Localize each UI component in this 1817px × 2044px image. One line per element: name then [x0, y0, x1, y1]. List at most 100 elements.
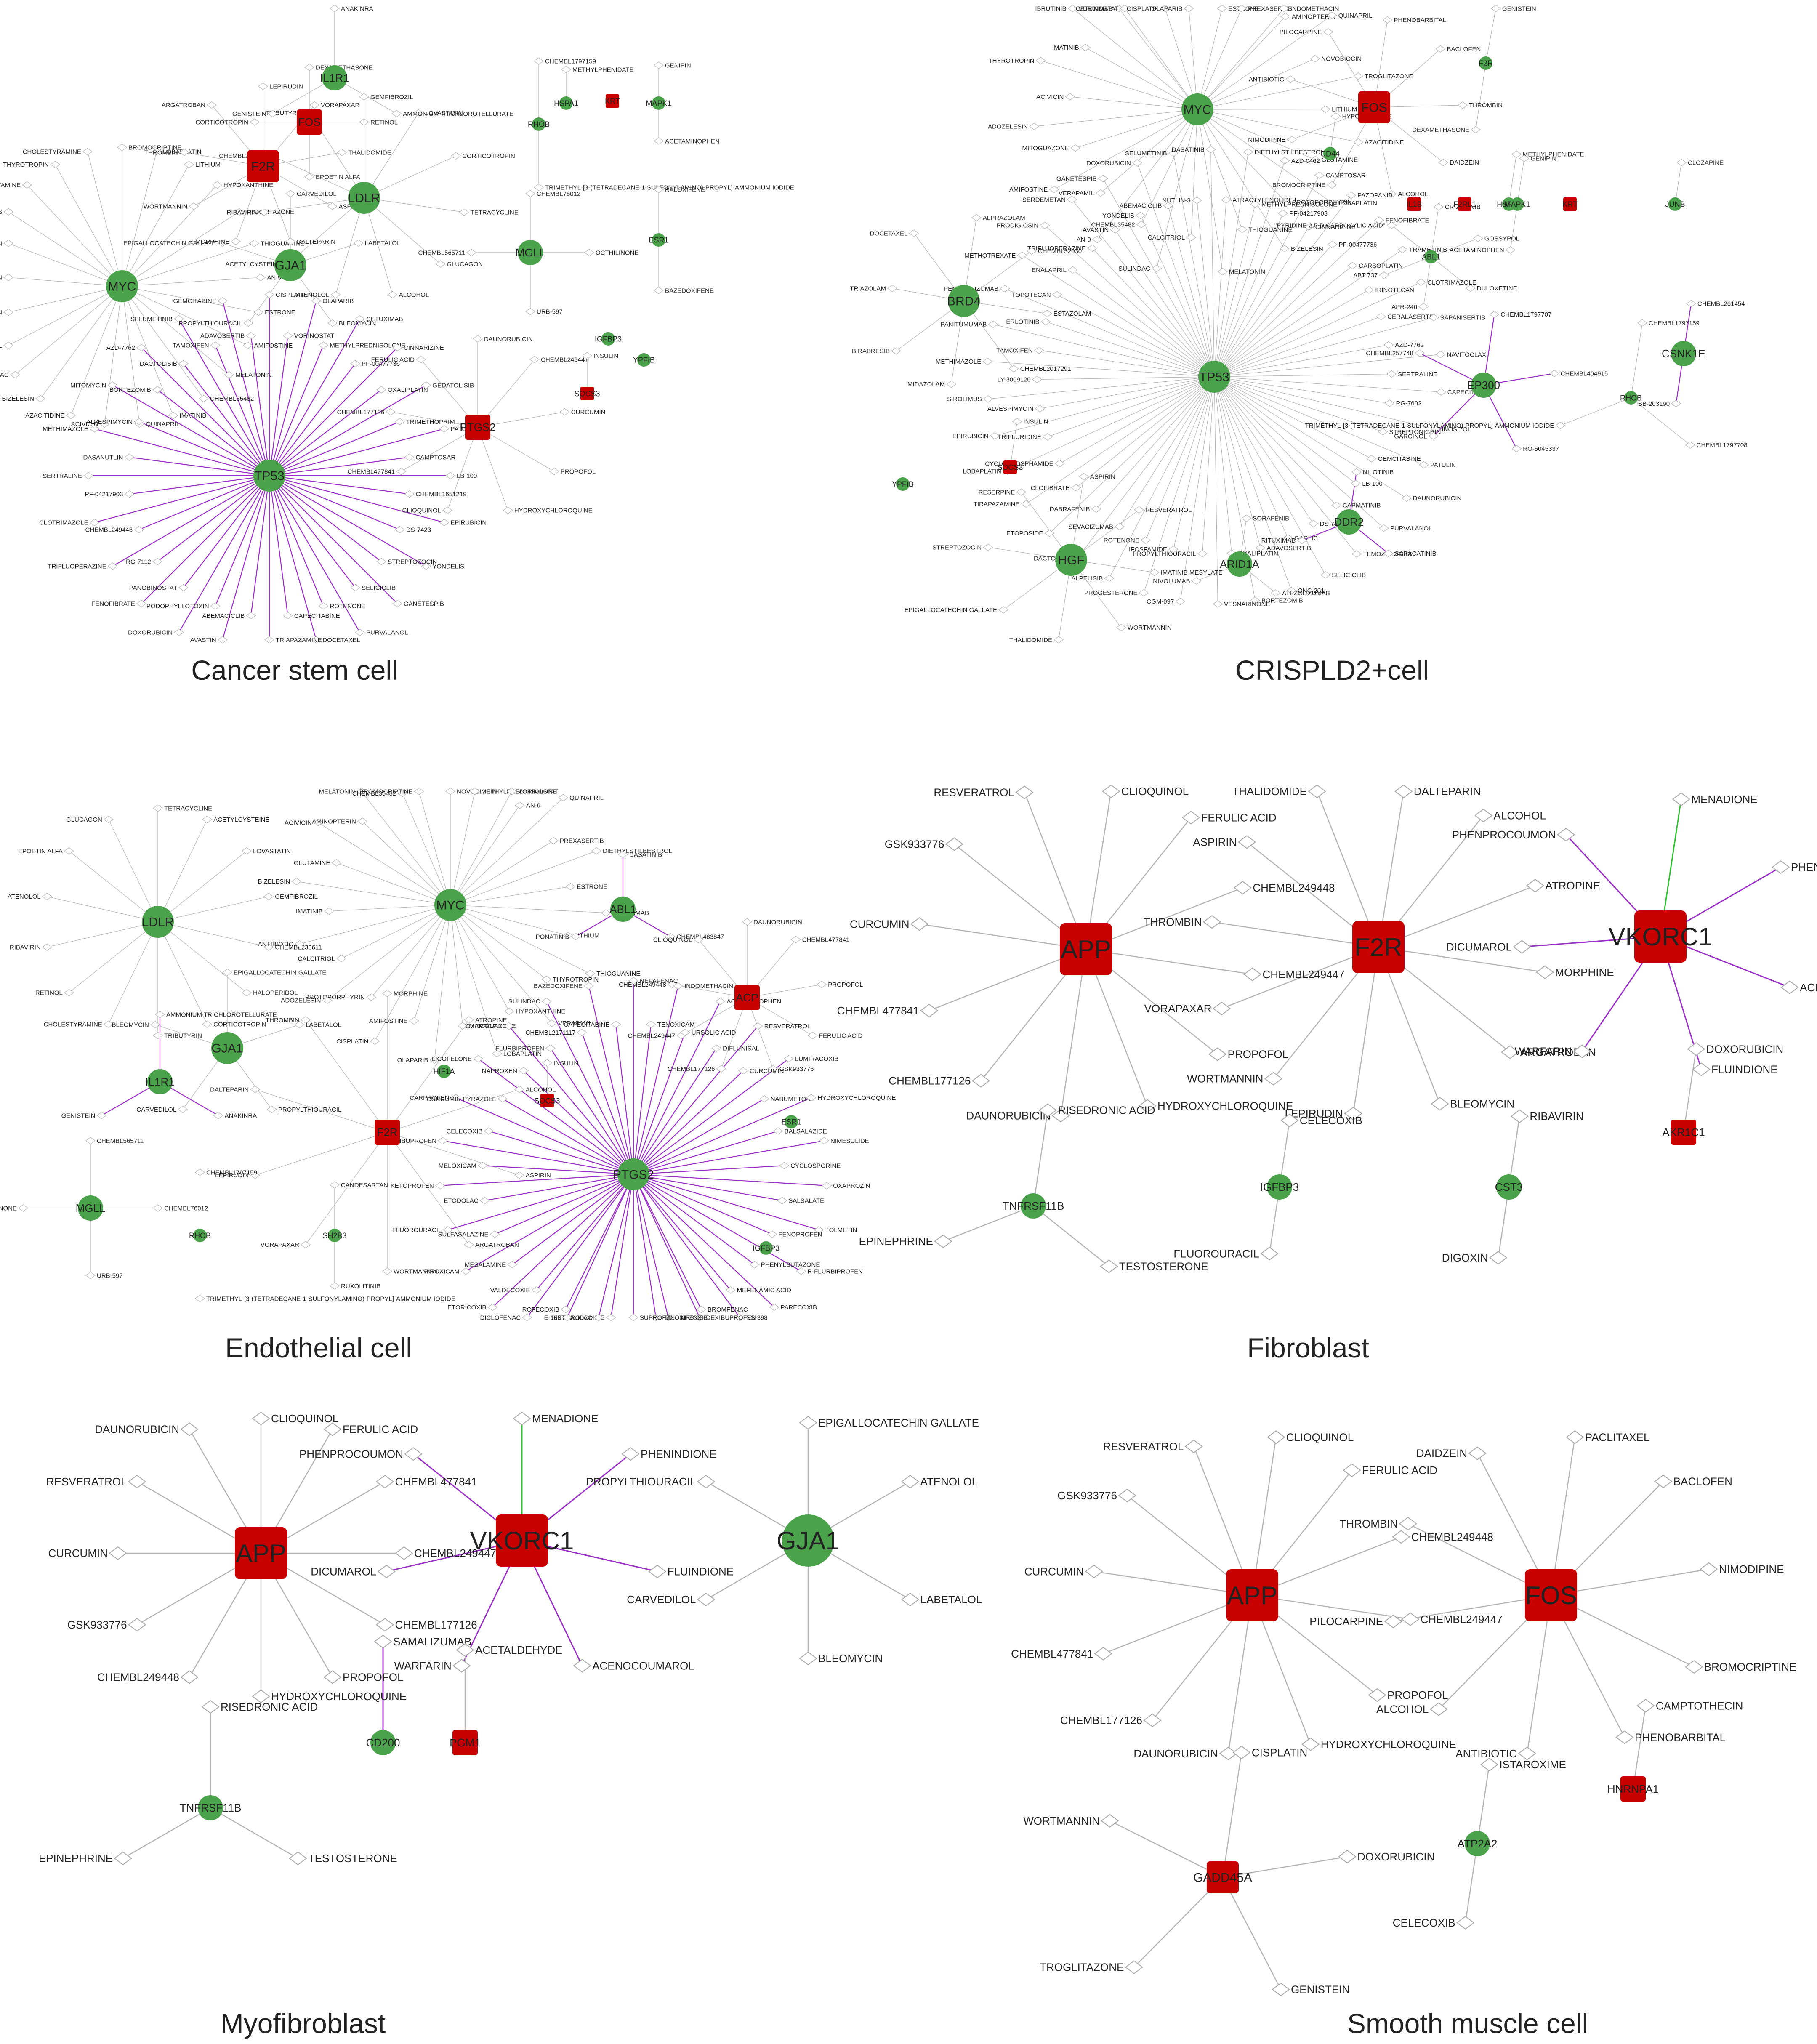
drug-node-verapamil	[547, 1019, 557, 1027]
edge-ptgs2-chembl177126	[391, 411, 478, 428]
gene-label: ATP2A2	[1458, 1837, 1498, 1850]
gene-node-gja1	[274, 249, 306, 281]
edge-tp53-topotecan	[1057, 294, 1215, 377]
drug-node-etoposide	[1044, 530, 1055, 537]
drug-label: RG-7602	[1396, 400, 1421, 407]
drug-node-adavosertib	[1255, 544, 1266, 552]
drug-label: EPIRUBICIN	[450, 519, 487, 527]
edge-tp53-patulin	[1214, 376, 1424, 465]
gene-node-igfbp3	[1267, 1174, 1292, 1200]
drug-node-clioquinol	[1102, 784, 1120, 798]
drug-label: SB-203190	[1638, 400, 1670, 407]
edge-tp53-alvespimycin	[138, 421, 270, 476]
drug-node-trimethyl-3-tetradecane-1-sulfonylamino-propyl-ammonium-iodide	[195, 1295, 205, 1302]
drug-node-podophyllotoxin	[210, 602, 221, 610]
drug-node-genipin	[1519, 154, 1530, 162]
drug-node-streptozocin	[376, 558, 386, 565]
gene-label: SOCS3	[534, 1097, 560, 1105]
drug-label: CAPECITABINE	[294, 612, 340, 620]
drug-label: OCTHILINONE	[596, 249, 639, 256]
drug-label: RETINOL	[370, 119, 398, 126]
drug-node-chembl177126	[386, 408, 396, 416]
drug-node-fenoprofen	[767, 1230, 777, 1238]
drug-label: DALTEPARIN	[1414, 785, 1481, 798]
drug-node-acetaminophen	[654, 137, 664, 145]
edge-myc-cetuximab	[1118, 8, 1198, 110]
drug-label: ATEZOLIZUMAB	[1282, 590, 1330, 597]
gene-node-il1b	[1407, 197, 1421, 211]
gene-node-abl1	[1424, 250, 1438, 263]
drug-node-gsk933776	[128, 1618, 146, 1632]
drug-node-sevacizumab	[1115, 523, 1125, 530]
drug-label: PHENPROCOUMON	[299, 1448, 403, 1460]
drug-node-ibuprofen	[438, 1137, 448, 1144]
edge-tp53-dabrafenib	[1096, 376, 1215, 509]
edge-f2r-aspirin	[387, 1132, 520, 1176]
edge-tp53-rotenone	[269, 475, 324, 607]
edge-tp53-chembl1651219	[269, 475, 410, 495]
gene-label: IL1R1	[145, 1075, 174, 1088]
drug-label: RESVERATROL	[1145, 507, 1192, 514]
drug-label: ACENOCOUMAROL	[1800, 981, 1817, 994]
drug-node-temozolomide	[1351, 550, 1362, 558]
edge-ptgs2-resveratrol	[633, 1025, 758, 1175]
drug-node-ribavirin	[1510, 1109, 1529, 1123]
drug-label: METHYLPREDNISOLONE	[330, 342, 405, 349]
edge-f2r-dexamethasone	[1475, 63, 1486, 130]
drug-label: EPINEPHRINE	[859, 1235, 933, 1248]
drug-label: MENADIONE	[532, 1412, 598, 1425]
edge-tp53-azd-7762	[141, 347, 270, 476]
drug-label: CHEMBL76012	[537, 190, 580, 197]
drug-label: CAMPTOTHECIN	[1656, 1699, 1743, 1712]
edge-myc-bromocriptine	[418, 791, 451, 905]
edge-ptgs2-piroxicam	[466, 1174, 634, 1272]
drug-label: QUINAPRIL	[1338, 12, 1373, 19]
drug-node-azacitidine	[66, 412, 76, 419]
drug-node-valdecoxib	[531, 1286, 542, 1294]
edge-app-chembl477841	[929, 948, 1086, 1011]
drug-label: TROGLITAZONE	[1040, 1961, 1124, 1974]
edge-tp53-panobinostat	[183, 475, 270, 588]
drug-label: ARGATROBAN	[162, 102, 205, 109]
drug-node-clioquinol	[252, 1411, 270, 1426]
gene-node-igfbp3	[759, 1241, 773, 1255]
drug-node-gemcitabine	[1366, 455, 1377, 463]
drug-node-ferulic-acid	[1343, 1463, 1361, 1477]
edge-tp53-adavosertib	[250, 335, 270, 476]
gene-label: HIF1A	[433, 1067, 455, 1075]
drug-label: ACIVICIN	[71, 421, 98, 428]
edge-tp53-gemcitabine	[222, 301, 270, 476]
drug-node-morphine	[382, 990, 392, 997]
drug-node-ns-398	[734, 1314, 745, 1321]
edge-myc-verapamil	[450, 905, 552, 1024]
drug-label: PILOCARPINE	[1280, 29, 1322, 36]
drug-node-rofecoxib	[561, 1306, 571, 1313]
drug-label: GSK933776	[67, 1618, 127, 1631]
gene-node-pgm1	[452, 1730, 478, 1755]
edge-abl1-gossypol	[1431, 238, 1478, 257]
drug-label: GANETESPIB	[404, 600, 444, 607]
drug-label: HYDROXYCHLOROQUINE	[271, 1690, 407, 1703]
edge-tp53-selumetinib	[1173, 153, 1215, 377]
drug-node-sapanisertib	[1429, 314, 1439, 322]
drug-label: ATROPINE	[1545, 879, 1600, 892]
gene-label: ESR1	[649, 236, 668, 244]
drug-label: CHEMBL477841	[1011, 1647, 1093, 1660]
drug-label: CHEMBL233611	[275, 944, 322, 951]
drug-node-epoetin-alfa	[64, 847, 74, 855]
drug-node-pembrolizumab	[1000, 285, 1010, 293]
drug-node-clioquinol	[1267, 1430, 1285, 1444]
edge-tp53-capecitabine	[269, 475, 288, 616]
drug-node-carvedilol	[178, 1106, 188, 1113]
drug-label: ESTAZOLAM	[1053, 310, 1091, 317]
drug-node-diethylstilbestrol	[591, 847, 601, 855]
drug-label: PHENYLBUTAZONE	[761, 1262, 820, 1269]
drug-node-acetaldehyde	[456, 1643, 474, 1657]
drug-label: AMIFOSTINE	[254, 342, 293, 349]
drug-label: ACENOCOUMAROL	[592, 1659, 694, 1672]
drug-label: FENOPROFEN	[778, 1231, 822, 1238]
drug-node-diethylstilbestrol	[1243, 148, 1253, 156]
drug-node-gemfibrozil	[359, 93, 369, 101]
drug-node-ceralasertib	[1376, 313, 1386, 320]
drug-label: PROPYLTHIOURACIL	[278, 1106, 342, 1113]
